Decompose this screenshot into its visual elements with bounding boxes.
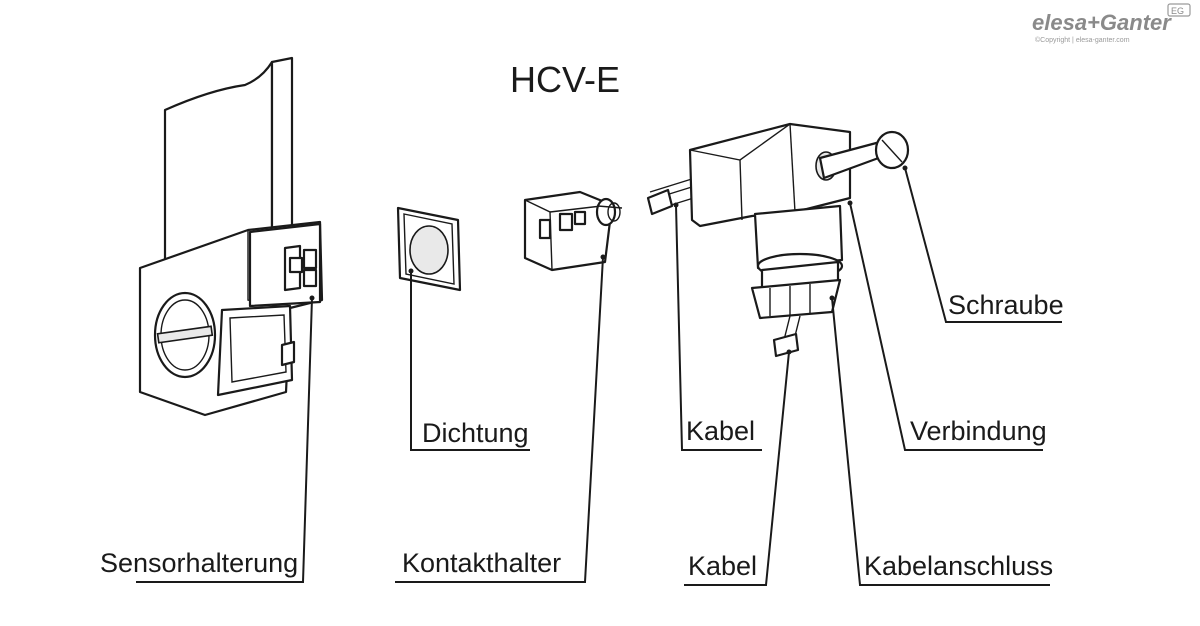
label-dichtung: Dichtung	[422, 418, 529, 448]
label-kabel-bottom: Kabel	[688, 551, 757, 581]
label-kabel-top: Kabel	[686, 416, 755, 446]
brand-logo: elesa+Ganter ©Copyright | elesa-ganter.c…	[1032, 3, 1191, 44]
logo-copyright: ©Copyright | elesa-ganter.com	[1035, 36, 1130, 44]
diagram-title: HCV-E	[510, 59, 620, 100]
label-kontakthalter: Kontakthalter	[402, 548, 561, 578]
label-kabelanschluss: Kabelanschluss	[864, 551, 1053, 581]
label-schraube: Schraube	[948, 290, 1064, 320]
sensor-holder-drawing	[136, 56, 324, 583]
gasket-drawing	[396, 206, 530, 451]
contact-holder-drawing	[395, 190, 623, 583]
logo-badge: EG	[1171, 6, 1184, 16]
logo-badge-frame	[1167, 3, 1191, 17]
label-sensorhalterung: Sensorhalterung	[100, 548, 298, 578]
label-verbindung: Verbindung	[910, 416, 1047, 446]
logo-text: elesa+Ganter	[1032, 10, 1172, 35]
connector-housing-drawing	[646, 122, 1062, 586]
